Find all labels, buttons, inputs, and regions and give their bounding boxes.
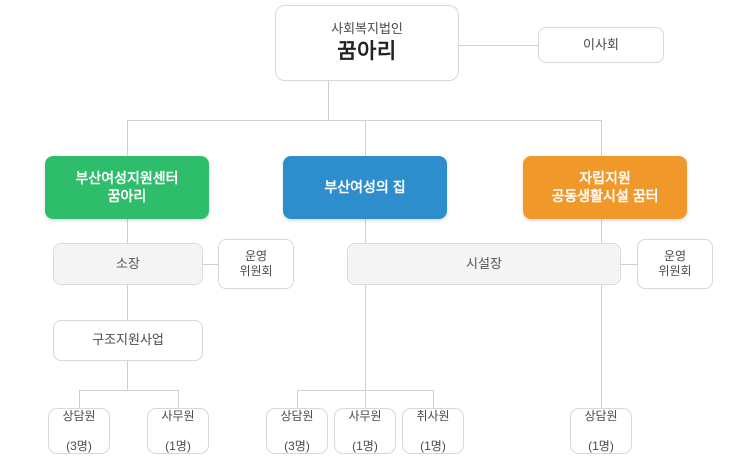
- staff-box: 상담원 (3명): [266, 408, 328, 454]
- program-box-rescue-support: 구조지원사업: [53, 320, 203, 361]
- connector-program-down: [127, 361, 128, 391]
- connector-manager-right-to-committee: [621, 264, 638, 265]
- staff-box: 취사원 (1명): [402, 408, 464, 454]
- staff-role: 상담원: [280, 408, 314, 423]
- staff-count: (3명): [66, 438, 92, 453]
- connector-bar-to-orange: [601, 120, 602, 157]
- connector-manager-left-to-committee: [203, 264, 219, 265]
- connector-manager-right-down-right: [601, 285, 602, 409]
- staff-count: (1명): [352, 438, 378, 453]
- connector-bar-to-staff-b: [178, 390, 179, 409]
- staff-box: 사무원 (1명): [334, 408, 396, 454]
- connector-bar-to-green: [127, 120, 128, 157]
- manager-box-facility-head: 시설장: [347, 243, 621, 285]
- root-organization-box: 사회복지법인 꿈아리: [275, 5, 459, 81]
- staff-box: 상담원 (3명): [48, 408, 110, 454]
- staff-role: 상담원: [584, 408, 618, 423]
- connector-manager-left-to-program: [127, 285, 128, 320]
- root-subtitle: 사회복지법인: [331, 20, 403, 36]
- staff-role: 사무원: [161, 408, 195, 423]
- connector-bar-to-staff-e: [433, 390, 434, 409]
- connector-division-bar: [127, 120, 602, 121]
- staff-box: 사무원 (1명): [147, 408, 209, 454]
- committee-box-right: 운영 위원회: [637, 239, 713, 289]
- staff-count: (1명): [165, 438, 191, 453]
- connector-root-to-board: [459, 45, 538, 46]
- connector-bar-to-staff-a: [79, 390, 80, 409]
- connector-orange-to-manager-right: [601, 219, 602, 244]
- connector-staff-bar-left: [79, 390, 179, 391]
- connector-root-down: [328, 81, 329, 121]
- division-box-busan-womens-support-center: 부산여성지원센터 꿈아리: [45, 156, 209, 219]
- connector-bar-to-staff-d: [365, 390, 366, 409]
- manager-box-director: 소장: [53, 243, 203, 285]
- division-box-self-reliance-group-home: 자립지원 공동생활시설 꿈터: [523, 156, 687, 219]
- staff-box: 상담원 (1명): [570, 408, 632, 454]
- staff-count: (1명): [420, 438, 446, 453]
- connector-bar-to-staff-c: [297, 390, 298, 409]
- staff-role: 취사원: [416, 408, 450, 423]
- connector-green-to-manager-left: [127, 219, 128, 244]
- staff-role: 사무원: [348, 408, 382, 423]
- connector-blue-to-manager-right: [365, 219, 366, 244]
- staff-role: 상담원: [62, 408, 96, 423]
- board-of-directors-box: 이사회: [538, 27, 664, 63]
- connector-manager-right-down-left: [365, 285, 366, 391]
- connector-bar-to-blue: [365, 120, 366, 157]
- division-box-busan-womens-house: 부산여성의 집: [283, 156, 447, 219]
- root-title: 꿈아리: [337, 40, 397, 63]
- staff-count: (3명): [284, 438, 310, 453]
- committee-box-left: 운영 위원회: [218, 239, 294, 289]
- staff-count: (1명): [588, 438, 614, 453]
